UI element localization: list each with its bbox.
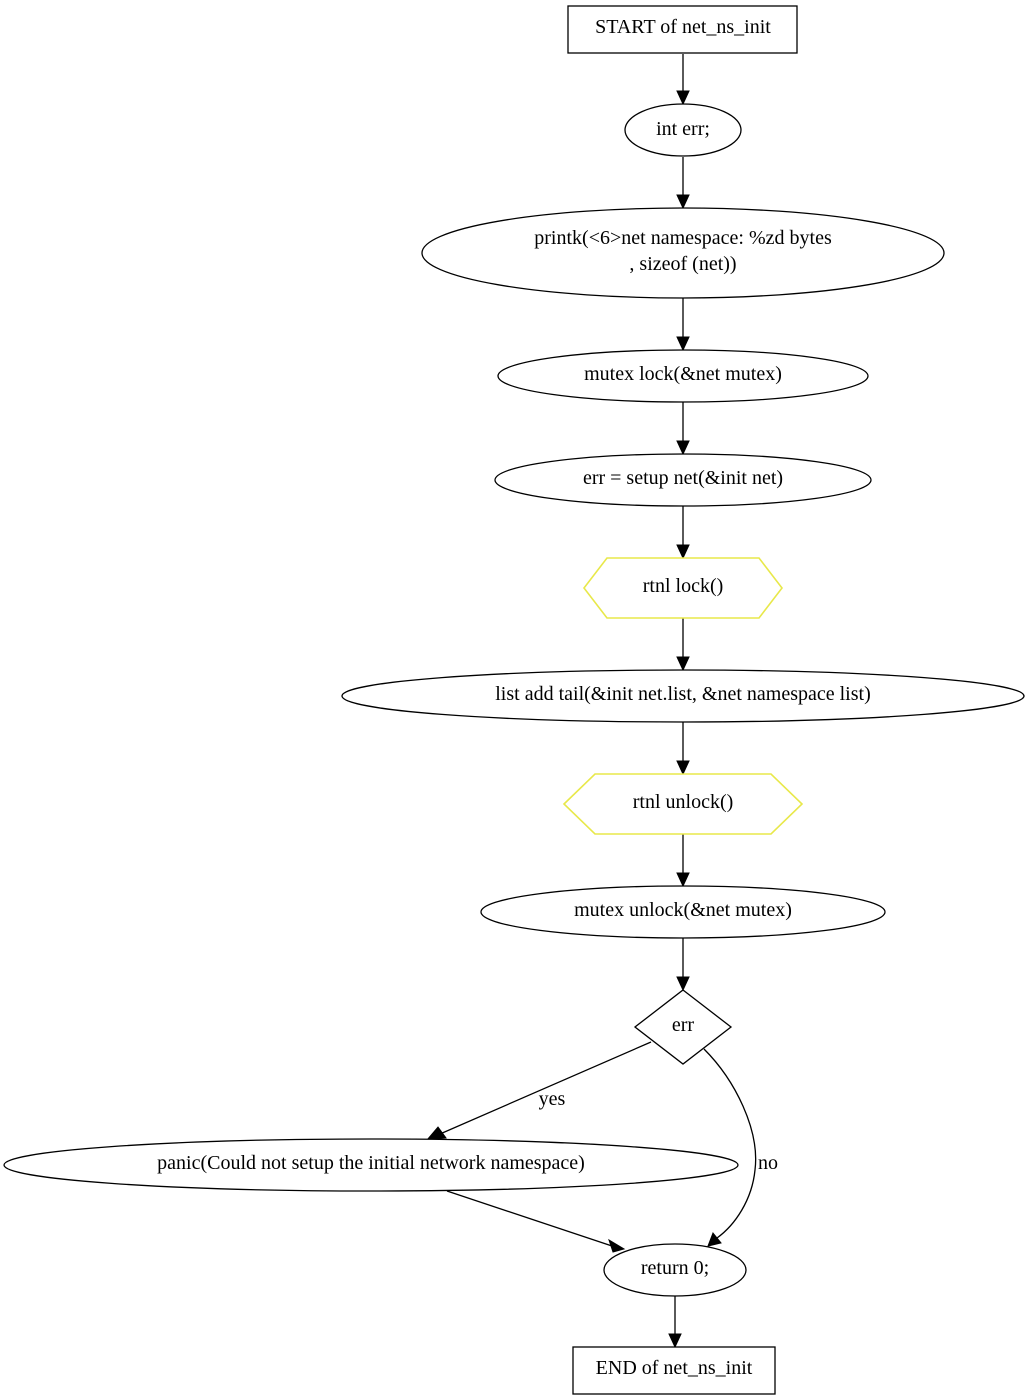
arrowhead [707, 1232, 722, 1247]
list-add-ellipse [341, 669, 1025, 723]
arrowhead [676, 976, 690, 992]
node-list-add: list add tail(&init net.list, &net names… [341, 669, 1025, 723]
edges: yes no [425, 54, 778, 1349]
arrowhead [608, 1238, 626, 1253]
mutex-lock-label: mutex lock(&net mutex) [584, 363, 782, 385]
condition-diamond [633, 989, 733, 1065]
list-add-label: list add tail(&init net.list, &net names… [495, 683, 870, 705]
end-label: END of net_ns_init [596, 1357, 753, 1379]
setup-ellipse [494, 453, 872, 507]
mutex-unlock-label: mutex unlock(&net mutex) [574, 899, 792, 921]
node-printk: printk(<6>net namespace: %zd bytes , siz… [421, 207, 945, 299]
panic-label: panic(Could not setup the initial networ… [157, 1152, 585, 1174]
arrowhead [676, 336, 690, 352]
end-box [572, 1346, 776, 1395]
arrowhead [676, 760, 690, 776]
node-rtnl-lock: rtnl lock() [582, 557, 784, 619]
arrowhead [676, 194, 690, 210]
node-start: START of net_ns_init [567, 5, 798, 54]
printk-label-line1: printk(<6>net namespace: %zd bytes [534, 227, 832, 249]
edge-cond-panic-yes [439, 1041, 652, 1135]
rtnl-lock-hexagon [582, 557, 784, 619]
edge-label-no: no [758, 1152, 778, 1174]
setup-label: err = setup net(&init net) [583, 467, 783, 489]
return-ellipse [603, 1243, 747, 1297]
node-return: return 0; [603, 1243, 747, 1297]
rtnl-unlock-hexagon [562, 773, 804, 835]
node-end: END of net_ns_init [572, 1346, 776, 1395]
arrowhead [668, 1333, 682, 1349]
node-setup: err = setup net(&init net) [494, 453, 872, 507]
start-label: START of net_ns_init [595, 16, 771, 38]
mutex-lock-ellipse [497, 349, 869, 403]
arrowhead [676, 90, 690, 106]
arrowhead [676, 656, 690, 672]
edge-cond-return-no [703, 1048, 757, 1239]
rtnl-unlock-label: rtnl unlock() [633, 791, 734, 813]
panic-ellipse [3, 1138, 739, 1192]
node-rtnl-unlock: rtnl unlock() [562, 773, 804, 835]
decl-ellipse [624, 103, 742, 157]
arrowhead [676, 872, 690, 888]
mutex-unlock-ellipse [480, 885, 886, 939]
node-mutex-lock: mutex lock(&net mutex) [497, 349, 869, 403]
arrowhead [676, 440, 690, 456]
return-label: return 0; [641, 1257, 709, 1279]
condition-label: err [672, 1014, 695, 1036]
edge-panic-return [446, 1190, 613, 1247]
arrowhead [425, 1126, 447, 1141]
printk-ellipse [421, 207, 945, 299]
rtnl-lock-label: rtnl lock() [643, 575, 724, 597]
node-condition: err [633, 989, 733, 1065]
node-mutex-unlock: mutex unlock(&net mutex) [480, 885, 886, 939]
node-panic: panic(Could not setup the initial networ… [3, 1138, 739, 1192]
decl-label: int err; [656, 118, 710, 140]
printk-label-line2: , sizeof (net)) [629, 253, 736, 275]
node-decl: int err; [624, 103, 742, 157]
edge-label-yes: yes [539, 1088, 566, 1110]
arrowhead [676, 544, 690, 560]
start-box [567, 5, 798, 54]
